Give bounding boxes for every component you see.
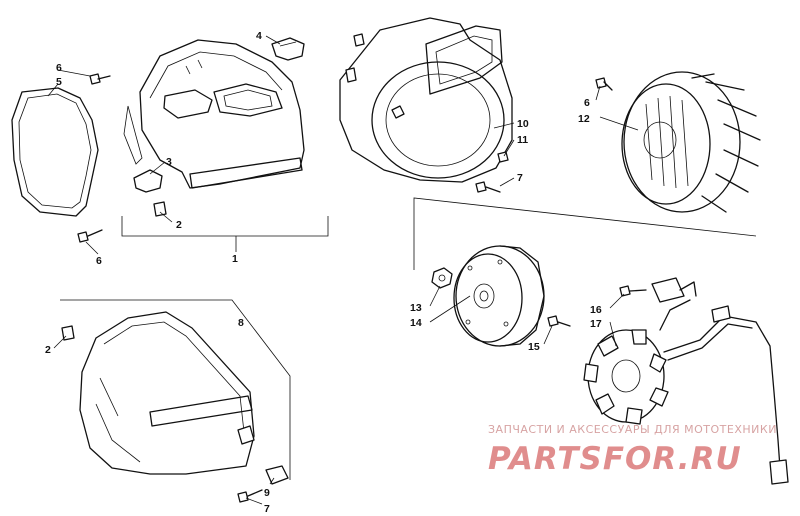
callout-6-top: 6	[56, 62, 62, 74]
bolt-7-mid-part	[475, 181, 501, 193]
watermark-tagline: ЗАПЧАСТИ И АКСЕССУАРЫ ДЛЯ МОТОТЕХНИКИ	[488, 423, 777, 436]
callout-9: 9	[264, 487, 270, 499]
gasket-part	[11, 87, 99, 217]
callout-14: 14	[410, 317, 422, 329]
callout-7-bottom: 7	[264, 503, 270, 515]
stator-part	[583, 277, 789, 485]
screw-16-part	[619, 285, 647, 297]
fan-housing-part	[339, 17, 513, 183]
callout-8: 8	[238, 317, 244, 329]
callout-17: 17	[590, 318, 602, 330]
flywheel-part	[453, 245, 545, 347]
callout-2-lower: 2	[45, 344, 51, 356]
clamp-9-part	[265, 465, 289, 485]
nut-clip-2-part	[153, 201, 167, 217]
callout-6-bottom: 6	[96, 255, 102, 267]
bracket-flywheel	[413, 197, 757, 270]
lower-shroud-part	[79, 311, 255, 475]
callout-15: 15	[528, 341, 540, 353]
upper-shroud-part	[123, 39, 305, 189]
callout-labels: 6 5 4 3 2 6 1 8 2 9 7 10 11 7 6 12 13 14…	[45, 30, 602, 515]
watermark: ЗАПЧАСТИ И АКСЕССУАРЫ ДЛЯ МОТОТЕХНИКИ PA…	[488, 423, 777, 477]
bolt-7-bottom-part	[237, 489, 263, 503]
callout-2-upper: 2	[176, 219, 182, 231]
cooling-fan-part	[621, 71, 761, 213]
bolt-6-fan-part	[595, 77, 613, 91]
callout-6-fan: 6	[584, 97, 590, 109]
bracket-1	[121, 216, 329, 237]
callout-1: 1	[232, 253, 238, 265]
bracket-8	[60, 299, 291, 480]
callout-4: 4	[256, 30, 262, 42]
callout-7-mid: 7	[517, 172, 523, 184]
callout-10: 10	[517, 118, 529, 130]
watermark-brand: PARTSFOR.RU	[488, 441, 742, 477]
nut-13-part	[431, 267, 453, 289]
callout-12: 12	[578, 113, 590, 125]
callout-5: 5	[56, 76, 62, 88]
callout-16: 16	[590, 304, 602, 316]
clip-3-part	[133, 169, 163, 193]
callout-13: 13	[410, 302, 422, 314]
bolt-11-part	[497, 151, 509, 163]
callout-3: 3	[166, 156, 172, 168]
bolt-6-bottom-part	[77, 229, 103, 243]
bolt-6-top-part	[89, 73, 111, 85]
bolt-15-part	[547, 315, 571, 327]
leader-lines	[47, 35, 639, 505]
plug-4-part	[271, 37, 305, 61]
callout-11: 11	[517, 134, 528, 146]
